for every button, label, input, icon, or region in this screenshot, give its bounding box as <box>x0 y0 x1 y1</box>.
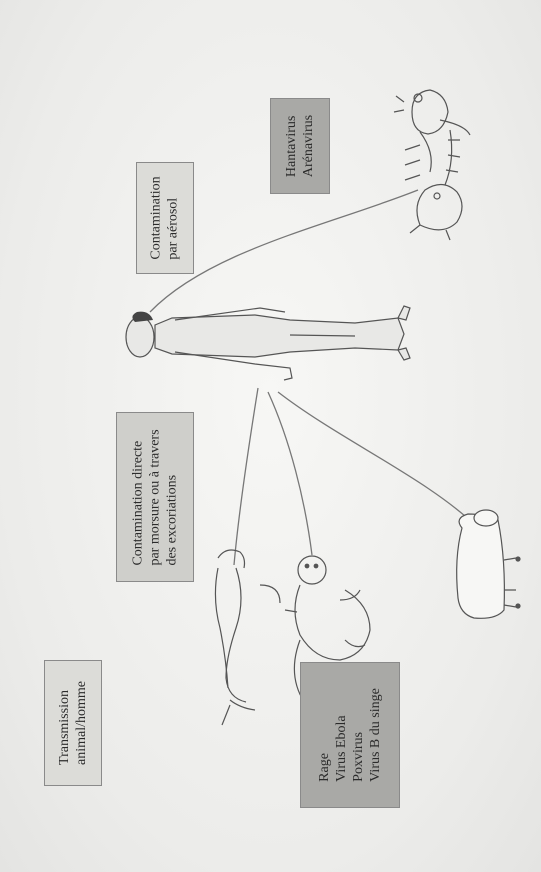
hantavirus-line-2: Arénavirus <box>301 114 317 178</box>
virus-b-singe: Virus B du singe <box>367 688 383 782</box>
transmission-line-2: animal/homme <box>74 681 90 765</box>
virus-ebola: Virus Ebola <box>333 715 349 782</box>
viruses-list-text: Rage Virus Ebola Poxvirus Virus B du sin… <box>316 688 384 782</box>
line-human-to-dog <box>233 387 259 566</box>
transmission-label-box: Transmission animal/homme <box>44 660 102 786</box>
hantavirus-text: Hantavirus Arénavirus <box>283 115 317 177</box>
direct-line-1: Contamination directe <box>130 440 146 566</box>
line-aerosol-to-human <box>149 189 419 313</box>
transmission-text: Transmission animal/homme <box>56 681 90 765</box>
direct-line-2: par morsure ou à travers <box>147 428 163 566</box>
dog-drawing <box>214 549 298 726</box>
aerosol-line-2: par aérosol <box>166 197 181 260</box>
aerosol-label-box: Contamination par aérosol <box>136 162 194 274</box>
pig-drawing <box>456 509 521 619</box>
transmission-line-1: Transmission <box>57 690 73 765</box>
direct-contact-text: Contamination directe par morsure ou à t… <box>130 429 181 565</box>
aerosol-text: Contamination par aérosol <box>148 176 182 259</box>
aerosol-line-1: Contamination <box>149 176 164 260</box>
human-figure <box>125 305 411 381</box>
direct-line-3: des excoriations <box>164 474 180 566</box>
hantavirus-line-1: Hantavirus <box>284 115 300 178</box>
line-human-to-monkey <box>267 391 313 556</box>
line-human-to-pig <box>277 391 479 529</box>
viruses-list-box: Rage Virus Ebola Poxvirus Virus B du sin… <box>300 662 400 808</box>
direct-contact-label-box: Contamination directe par morsure ou à t… <box>116 412 194 582</box>
hantavirus-label-box: Hantavirus Arénavirus <box>270 98 330 194</box>
virus-rage: Rage <box>316 753 332 782</box>
virus-poxvirus: Poxvirus <box>350 732 366 782</box>
rodents-drawing <box>393 89 471 241</box>
